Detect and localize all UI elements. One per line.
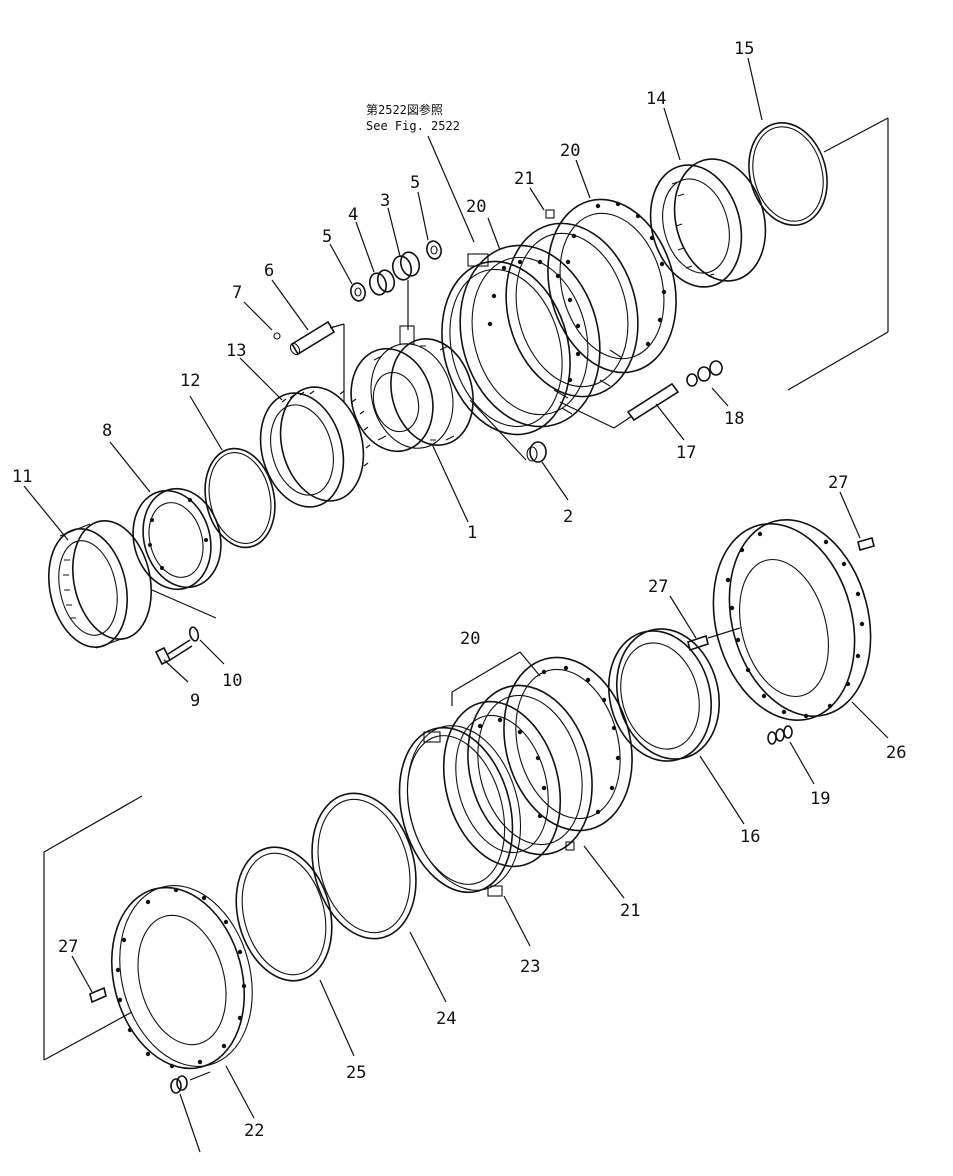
part-24-friction-ring: [311, 792, 417, 940]
part-27-dowel-pin-right: [857, 537, 875, 551]
callout-5-right: 5: [410, 173, 420, 193]
part-20-clutch-plate-lower-outer: [503, 656, 633, 832]
part-27-dowel-pin-left: [89, 986, 107, 1004]
part-18-spring-set: [686, 360, 723, 387]
callout-18: 18: [724, 409, 744, 429]
callout-15: 15: [734, 39, 754, 59]
part-20-clutch-plate-lower-inner: [442, 700, 562, 868]
callout-26: 26: [886, 743, 906, 763]
callout-24: 24: [436, 1009, 456, 1029]
callout-25: 25: [346, 1063, 366, 1083]
reference-note-japanese: 第2522図参照: [366, 102, 443, 117]
callout-21-upper: 21: [514, 169, 534, 189]
part-26-clutch-housing: [712, 519, 872, 721]
callout-11: 11: [12, 467, 32, 487]
part-8-retainer-flange: [132, 487, 222, 591]
part-4-needle-bearing: [368, 269, 396, 296]
part-1-planet-carrier: [350, 325, 474, 453]
part-13-ring-gear: [259, 386, 371, 508]
callout-23: 23: [520, 957, 540, 977]
part-3-planet-gear: [391, 251, 421, 330]
part-21-separator-plate-upper: [505, 209, 639, 398]
callout-16: 16: [740, 827, 760, 847]
part-19-spring: [767, 725, 793, 745]
reference-note-english: See Fig. 2522: [366, 119, 460, 133]
callout-20-lower: 20: [460, 629, 480, 649]
leader-lines: [23, 57, 889, 1119]
part-14-gear-ring: [649, 158, 767, 288]
callout-27-right: 27: [828, 473, 848, 493]
part-16-gear-ring: [607, 628, 721, 762]
part-11-bearing-race: [47, 519, 153, 649]
part-12-snap-ring: [204, 447, 276, 549]
callout-13: 13: [226, 341, 246, 361]
callout-7: 7: [232, 283, 242, 303]
callout-12: 12: [180, 371, 200, 391]
callout-20-upper-left: 20: [466, 197, 486, 217]
part-21-separator-plate-lower: [467, 684, 593, 856]
callout-5-left: 5: [322, 227, 332, 247]
callout-2: 2: [563, 507, 573, 527]
part-22-bolt: [170, 1071, 211, 1153]
part-20-clutch-plate-upper-inner: [459, 244, 601, 428]
callout-4: 4: [348, 205, 358, 225]
callout-27-middle: 27: [648, 577, 668, 597]
leader-8-9: [151, 589, 217, 619]
part-5-washer-right: [426, 240, 442, 260]
part-10-washer: [188, 626, 200, 642]
part-20-clutch-plate-upper-outer: [547, 198, 677, 374]
part-25-friction-ring: [235, 846, 333, 982]
part-17-pin-rod: [626, 382, 680, 422]
part-23-pressure-plate: [398, 725, 522, 897]
part-27-dowel-pin-middle: [687, 627, 741, 652]
part-7-ball: [273, 332, 281, 340]
reference-note: 第2522図参照 See Fig. 2522: [366, 102, 475, 243]
callout-17: 17: [676, 443, 696, 463]
callout-3: 3: [380, 191, 390, 211]
callout-6: 6: [264, 261, 274, 281]
part-5-washer-left: [350, 282, 366, 302]
part-22-cover-plate: [110, 885, 253, 1070]
callout-14: 14: [646, 89, 666, 109]
callout-22: 22: [244, 1121, 264, 1141]
callout-1: 1: [467, 523, 477, 543]
callout-9: 9: [190, 691, 200, 711]
lower-assembly-bracket: [43, 795, 143, 1061]
callout-27-left: 27: [58, 937, 78, 957]
callout-21-lower: 21: [620, 901, 640, 921]
callout-8: 8: [102, 421, 112, 441]
part-6-shaft-pin: [289, 320, 345, 402]
callout-19: 19: [810, 789, 830, 809]
upper-assembly-bracket: [559, 117, 889, 429]
part-15-snap-ring: [748, 122, 828, 226]
reference-leader: [427, 135, 475, 243]
callout-10: 10: [222, 671, 242, 691]
part-upper-clutch-housing: [441, 253, 573, 436]
callout-20-upper-right: 20: [560, 141, 580, 161]
part-9-bolt: [154, 639, 193, 666]
callout-labels: 1 2 3 4 5 5 6 7 8 9 10 11 12 13 14 15 16…: [12, 39, 906, 1141]
